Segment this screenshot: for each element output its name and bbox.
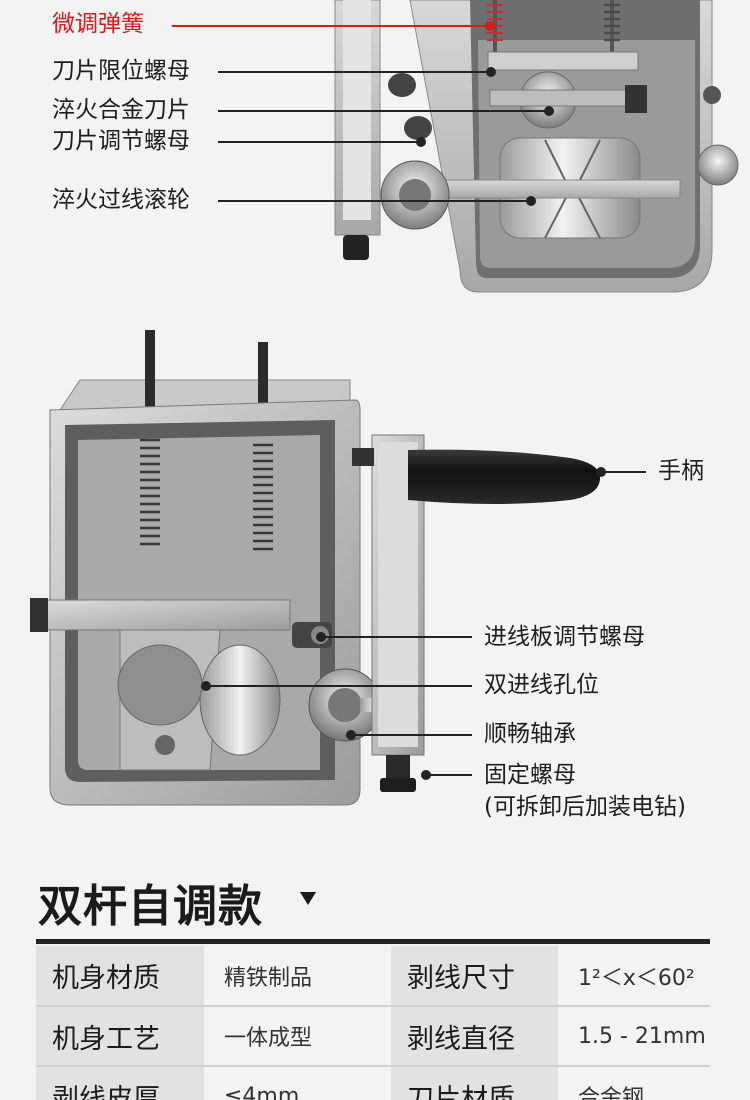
spec-row: 机身工艺 一体成型 剥线直径 1.5 - 21mm — [36, 1006, 710, 1067]
callout-blade-limit-nut: 刀片限位螺母 — [52, 58, 190, 84]
spec-key: 刀片材质 — [389, 1066, 558, 1100]
machine-overview-section: 手柄 进线板调节螺母 双进线孔位 顺畅轴承 固定螺母 (可拆卸后加装电钻) — [0, 300, 750, 840]
spec-value: 一体成型 — [204, 1006, 390, 1067]
leader-dot — [526, 196, 536, 206]
leader-line — [218, 200, 530, 202]
spec-value: ≤4mm — [204, 1066, 390, 1100]
leader-line — [205, 685, 472, 687]
spec-key: 剥线直径 — [389, 1006, 558, 1067]
callout-feed-plate-adjust-nut: 进线板调节螺母 — [484, 624, 645, 650]
leader-dot — [485, 21, 495, 31]
callout-smooth-bearing: 顺畅轴承 — [484, 721, 576, 747]
leader-line — [350, 734, 472, 736]
spec-table: 机身材质 精铁制品 剥线尺寸 1²＜x＜60² 机身工艺 一体成型 剥线直径 1… — [36, 946, 710, 1100]
leader-line — [218, 110, 548, 112]
spec-key: 机身工艺 — [36, 1006, 204, 1067]
callout-fine-tune-spring: 微调弹簧 — [52, 11, 144, 37]
leader-line — [218, 71, 490, 73]
spec-value: 精铁制品 — [204, 946, 390, 1007]
top-detail-section: 微调弹簧 刀片限位螺母 淬火合金刀片 刀片调节螺母 淬火过线滚轮 — [0, 0, 750, 300]
leader-line — [218, 141, 420, 143]
spec-row: 机身材质 精铁制品 剥线尺寸 1²＜x＜60² — [36, 946, 710, 1007]
spec-value: 合金钢 — [558, 1066, 710, 1100]
spec-row: 剥线皮厚 ≤4mm 刀片材质 合金钢 — [36, 1066, 710, 1100]
machine-closeup-illustration — [334, 0, 739, 293]
spec-section: 双杆自调款 机身材质 精铁制品 剥线尺寸 1²＜x＜60² 机身工艺 一体成型 … — [0, 840, 750, 1100]
spec-divider — [36, 939, 710, 944]
callout-hardened-alloy-blade: 淬火合金刀片 — [52, 97, 190, 123]
triangle-down-icon — [300, 892, 316, 905]
machine-full-illustration — [30, 330, 600, 806]
leader-dot — [201, 681, 211, 691]
leader-line — [172, 25, 490, 27]
leader-dot — [486, 67, 496, 77]
leader-dot — [316, 632, 326, 642]
spec-key: 机身材质 — [36, 946, 204, 1007]
callout-handle: 手柄 — [658, 458, 704, 484]
spec-key: 剥线尺寸 — [389, 946, 558, 1007]
leader-line — [320, 636, 472, 638]
leader-dot — [596, 467, 606, 477]
callout-double-feed-holes: 双进线孔位 — [484, 672, 599, 698]
callout-fixing-nut: 固定螺母 — [484, 762, 576, 788]
callout-blade-adjust-nut: 刀片调节螺母 — [52, 128, 190, 154]
callout-hardened-roller: 淬火过线滚轮 — [52, 187, 190, 213]
leader-line — [600, 471, 646, 473]
spec-title: 双杆自调款 — [38, 881, 263, 932]
callout-fixing-nut-note: (可拆卸后加装电钻) — [484, 794, 686, 820]
leader-dot — [416, 137, 426, 147]
leader-dot — [346, 730, 356, 740]
leader-line — [425, 774, 472, 776]
leader-dot — [421, 770, 431, 780]
spec-value: 1.5 - 21mm — [558, 1006, 710, 1067]
spec-value: 1²＜x＜60² — [558, 946, 710, 1007]
leader-dot — [544, 106, 554, 116]
spec-key: 剥线皮厚 — [36, 1066, 204, 1100]
